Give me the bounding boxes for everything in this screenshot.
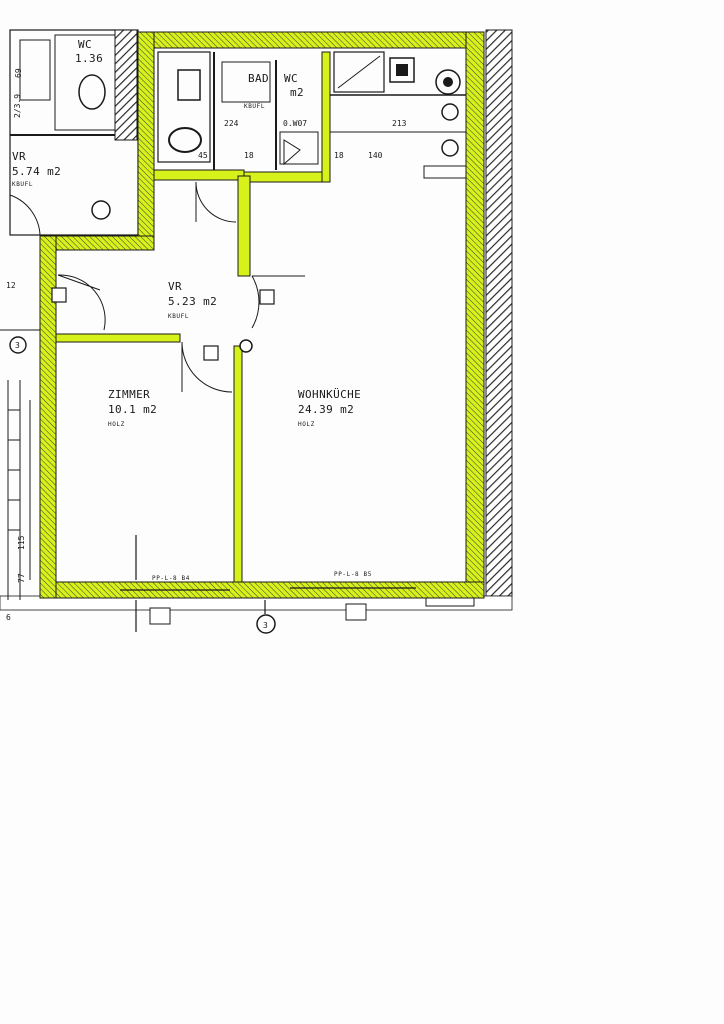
- window-label-2: PP-L-8 B5: [334, 571, 372, 578]
- bathroom-fixtures: [157, 51, 319, 166]
- room-wohnkueche-floor: HOLZ: [298, 421, 315, 428]
- dim-left-vertical: 2/3.9: [13, 94, 22, 118]
- room-bad-floor: KBUFL: [244, 103, 265, 110]
- kitchen-fixtures: [333, 51, 467, 179]
- dim-6: 6: [6, 613, 11, 622]
- interior-walls: [55, 51, 466, 583]
- neighbour-unit-left: [0, 29, 139, 600]
- electrical-symbols: [51, 287, 475, 634]
- dim-12: 12: [6, 281, 16, 290]
- neighbour-vr-floor: KBUFL: [12, 181, 33, 188]
- room-zimmer-name: ZIMMER: [108, 388, 150, 401]
- dim-18-a: 18: [244, 151, 254, 160]
- door-swings: [57, 181, 305, 393]
- room-vr-floor: KBUFL: [168, 313, 189, 320]
- apartment-outline-highlight: [39, 31, 485, 599]
- room-vr-name: VR: [168, 280, 182, 293]
- window-label-1: PP-L-8 B4: [152, 575, 190, 582]
- axis-marker-bottom: 3: [263, 621, 268, 630]
- dim-140: 140: [368, 151, 383, 160]
- dim-18-b: 18: [334, 151, 344, 160]
- room-bad-name: BAD: [248, 72, 269, 85]
- windows-bottom: [120, 587, 416, 591]
- room-wc-area: m2: [290, 86, 304, 99]
- dim-45: 45: [198, 151, 208, 160]
- room-wc-name: WC: [284, 72, 298, 85]
- room-wohnkueche-name: WOHNKÜCHE: [298, 388, 361, 401]
- neighbour-vr-name: VR: [12, 150, 26, 163]
- axis-marker-3: 3: [15, 341, 20, 350]
- dim-213: 213: [392, 119, 407, 128]
- dim-224: 224: [224, 119, 239, 128]
- room-zimmer-area: 10.1 m2: [108, 403, 157, 416]
- neighbour-wc-area: 1.36: [75, 52, 103, 65]
- dim-115: 115: [17, 535, 26, 550]
- neighbour-vr-area: 5.74 m2: [12, 165, 61, 178]
- room-vr-area: 5.23 m2: [168, 295, 217, 308]
- room-wohnkueche-area: 24.39 m2: [298, 403, 354, 416]
- dim-77: 77: [17, 573, 26, 583]
- dim-097: 0.W07: [283, 119, 307, 128]
- dim-69: 69: [14, 68, 23, 78]
- room-zimmer-floor: HOLZ: [108, 421, 125, 428]
- neighbour-wc-name: WC: [78, 38, 92, 51]
- exterior-wall-hatch-right: [485, 29, 513, 597]
